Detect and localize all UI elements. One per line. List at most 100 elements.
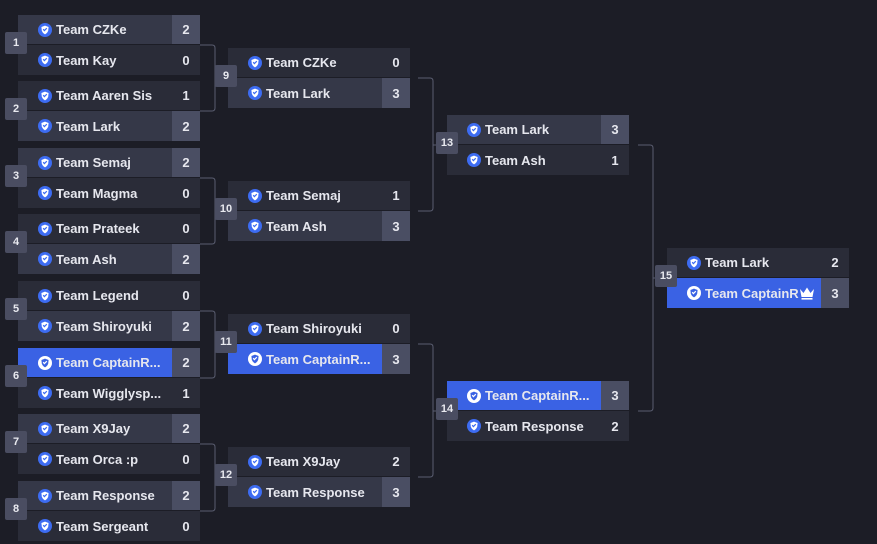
team-score: 3 [382, 477, 410, 507]
team-shield-icon [466, 122, 482, 138]
team-name: Team CaptainR... [56, 355, 161, 370]
team-shield-icon [247, 351, 263, 367]
team-shield-icon [37, 52, 53, 68]
team-name: Team CaptainR... [266, 351, 371, 367]
match-number-badge: 10 [215, 198, 237, 220]
team-row[interactable]: Team CZKe 0 [228, 48, 410, 78]
team-name: Team Wigglysp... [56, 385, 162, 401]
team-name: Team X9Jay [266, 454, 341, 469]
match-number-badge: 8 [5, 498, 27, 520]
team-row[interactable]: Team CaptainR...2 [18, 348, 200, 378]
team-row[interactable]: Team Response 2 [18, 481, 200, 511]
team-score: 2 [172, 111, 200, 141]
match-number-badge: 12 [215, 464, 237, 486]
team-score: 1 [392, 188, 400, 203]
team-shield-icon [37, 451, 53, 467]
team-row[interactable]: Team Aaren Sis 1 [18, 81, 200, 111]
team-score: 3 [601, 381, 629, 410]
team-shield-icon [686, 285, 702, 301]
team-name: Team Aaren Sis [56, 88, 153, 103]
crown-icon [799, 286, 815, 300]
match-number-badge: 2 [5, 98, 27, 120]
team-row[interactable]: Team CaptainR...3 [447, 381, 629, 411]
team-row[interactable]: Team Lark 2 [18, 111, 200, 141]
team-name: Team Response [56, 488, 155, 503]
team-row[interactable]: Team Wigglysp...1 [18, 378, 200, 408]
team-score: 3 [382, 344, 410, 374]
team-shield-icon [37, 221, 53, 237]
match-number-badge: 9 [215, 65, 237, 87]
team-name: Team CaptainR... [705, 285, 799, 301]
team-name: Team X9Jay [56, 421, 131, 436]
team-row[interactable]: Team Ash 3 [228, 211, 410, 241]
team-name: Team Shiroyuki [266, 321, 362, 336]
team-shield-icon [466, 388, 482, 404]
team-score: 2 [172, 481, 200, 510]
team-row[interactable]: Team CaptainR... 3 [667, 278, 849, 308]
team-shield-icon [247, 321, 263, 337]
team-name: Team Lark [485, 122, 550, 137]
team-name: Team Ash [266, 218, 327, 234]
team-name: Team CZKe [266, 55, 337, 70]
team-shield-icon [466, 152, 482, 168]
team-name: Team Lark [56, 118, 121, 134]
team-row[interactable]: Team Lark 3 [447, 115, 629, 145]
team-row[interactable]: Team CaptainR... 3 [228, 344, 410, 374]
team-name: Team Lark [705, 255, 770, 270]
match-number-badge: 4 [5, 231, 27, 253]
match-number-badge: 1 [5, 32, 27, 54]
team-shield-icon [37, 318, 53, 334]
team-shield-icon [247, 55, 263, 71]
team-name: Team Legend [56, 288, 139, 303]
team-name: Team Response [266, 484, 365, 500]
team-name: Team Sergeant [56, 518, 149, 534]
match-number-badge: 11 [215, 331, 237, 353]
team-score: 0 [182, 52, 190, 68]
team-score: 0 [182, 185, 190, 201]
team-score: 2 [172, 15, 200, 44]
team-score: 1 [182, 88, 190, 103]
team-score: 2 [172, 244, 200, 274]
team-score: 3 [601, 115, 629, 144]
team-row[interactable]: Team Response 3 [228, 477, 410, 507]
team-score: 3 [382, 211, 410, 241]
team-shield-icon [37, 155, 53, 171]
team-score: 0 [392, 55, 400, 70]
team-score: 3 [821, 278, 849, 308]
team-shield-icon [37, 185, 53, 201]
match-number-badge: 6 [5, 365, 27, 387]
